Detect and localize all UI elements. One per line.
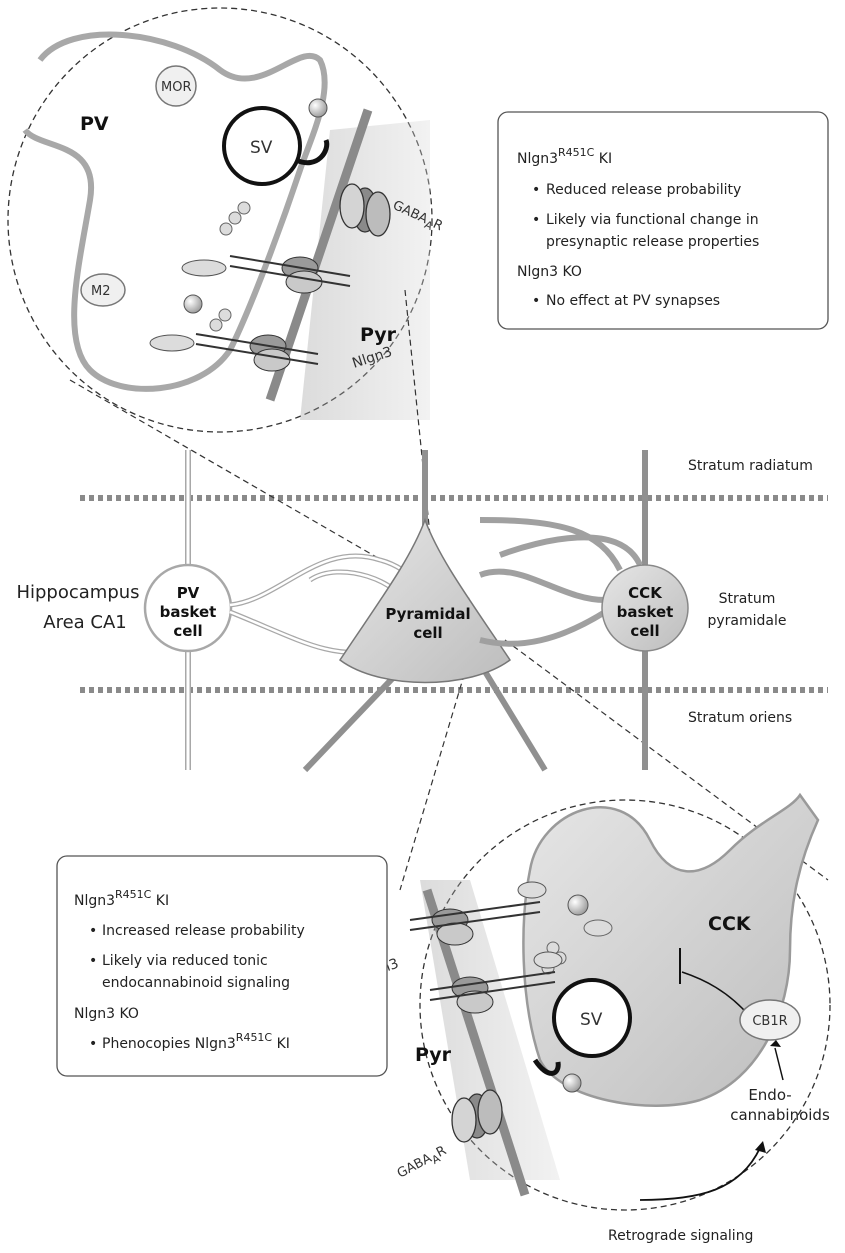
top-box-item-2a: Likely via functional change in (546, 212, 759, 228)
label-cck-cell-1: CCK (628, 584, 663, 602)
label-sv-bottom: SV (580, 1010, 603, 1030)
bottom-box-item-2b: endocannabinoid signaling (102, 975, 290, 991)
label-cck-cell-3: cell (630, 622, 659, 640)
bottom-box-bullet-2: • (89, 953, 97, 969)
label-endo-1: Endo- (748, 1086, 791, 1104)
bottom-box-bullet-3: • (89, 1036, 97, 1052)
bottom-box-item-1: Increased release probability (102, 923, 305, 939)
label-stratum-pyramidale-2: pyramidale (707, 613, 786, 629)
label-pv-cell-2: basket (160, 603, 217, 621)
bottom-inset: CCK Pyr SV CB1R Nlgn3 GABAAR Endo- canna… (357, 795, 830, 1244)
top-box-bullet-1: • (532, 182, 540, 198)
label-gabaa-bottom: GABAAR (395, 1143, 451, 1184)
top-box-item-2b: presynaptic release properties (546, 234, 759, 250)
label-m2: M2 (91, 284, 111, 299)
label-pyramidal-2: cell (413, 624, 442, 642)
endocannabinoid-arrow (775, 1048, 783, 1080)
label-area-ca1: Area CA1 (43, 612, 126, 633)
top-box-bullet-3: • (532, 293, 540, 309)
label-pyramidal-1: Pyramidal (385, 605, 470, 623)
retrograde-signaling-arrow (640, 1148, 760, 1200)
label-sv-top: SV (250, 138, 273, 158)
label-mor: MOR (161, 80, 191, 95)
top-inset: PV Pyr MOR M2 SV GABAAR Nlgn3 (8, 8, 445, 432)
label-cck-bottom: CCK (708, 913, 752, 935)
bottom-info-box: Nlgn3R451C KI • Increased release probab… (57, 856, 387, 1076)
label-stratum-radiatum: Stratum radiatum (688, 458, 813, 474)
label-retrograde: Retrograde signaling (608, 1228, 753, 1244)
bottom-box-header-2: Nlgn3 KO (74, 1006, 139, 1022)
bottom-box-bullet-1: • (89, 923, 97, 939)
label-pyr-bottom: Pyr (415, 1044, 452, 1066)
top-box-item-3: No effect at PV synapses (546, 293, 720, 309)
bottom-box-item-2a: Likely via reduced tonic (102, 953, 268, 969)
top-info-box: Nlgn3R451C KI • Reduced release probabil… (498, 112, 828, 329)
label-hippocampus: Hippocampus (16, 582, 139, 603)
svg-text:GABAAR: GABAAR (395, 1143, 451, 1184)
cck-terminal (523, 795, 818, 1106)
label-pyr-top: Pyr (360, 324, 397, 346)
top-box-header-2: Nlgn3 KO (517, 264, 582, 280)
label-pv-top: PV (80, 113, 109, 135)
released-vesicle-bottom (563, 1074, 581, 1092)
pyramidal-soma (340, 520, 510, 683)
label-cb1r: CB1R (752, 1014, 787, 1029)
top-box-bullet-2: • (532, 212, 540, 228)
label-stratum-pyramidale-1: Stratum (719, 591, 776, 607)
label-stratum-oriens: Stratum oriens (688, 710, 792, 726)
label-cck-cell-2: basket (617, 603, 674, 621)
top-box-item-1: Reduced release probability (546, 182, 741, 198)
label-pv-cell-1: PV (177, 584, 200, 602)
released-vesicle-top (309, 99, 327, 117)
label-pv-cell-3: cell (173, 622, 202, 640)
label-endo-2: cannabinoids (730, 1106, 830, 1124)
